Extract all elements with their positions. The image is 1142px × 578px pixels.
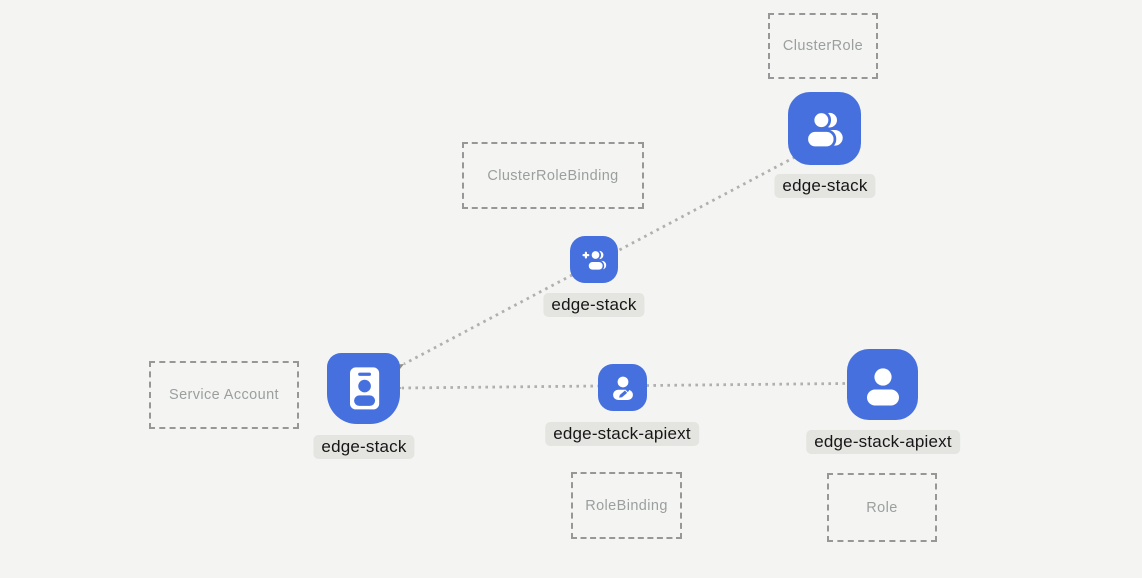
user-icon <box>866 367 899 405</box>
type-box-role-label: Role <box>866 499 898 516</box>
clusterrolebinding-node <box>570 236 618 283</box>
role-node-label: edge-stack-apiext <box>806 430 960 454</box>
rolebinding-node-label: edge-stack-apiext <box>545 422 699 446</box>
type-box-rolebinding: RoleBinding <box>571 472 682 539</box>
service-account-node-label: edge-stack <box>313 435 415 459</box>
id-badge-icon <box>349 366 379 409</box>
clusterrolebinding-node-label: edge-stack <box>543 293 645 317</box>
type-box-role: Role <box>827 473 937 542</box>
user-plus-icon <box>581 249 606 272</box>
type-box-service-account-label: Service Account <box>169 387 279 403</box>
type-box-service-account: Service Account <box>149 361 299 429</box>
clusterrole-node-label: edge-stack <box>774 174 876 198</box>
type-box-clusterrolebinding-label: ClusterRoleBinding <box>487 167 619 184</box>
role-node <box>847 349 918 420</box>
type-box-clusterrole-label: ClusterRole <box>782 38 864 54</box>
clusterrole-node <box>788 92 861 165</box>
users-icon <box>804 109 843 149</box>
service-account-node <box>327 353 400 424</box>
rolebinding-node <box>598 364 647 411</box>
type-box-clusterrolebinding: ClusterRoleBinding <box>462 142 644 209</box>
user-edit-icon <box>612 376 633 400</box>
type-box-rolebinding-label: RoleBinding <box>585 497 668 514</box>
type-box-clusterrole: ClusterRole <box>768 13 878 79</box>
